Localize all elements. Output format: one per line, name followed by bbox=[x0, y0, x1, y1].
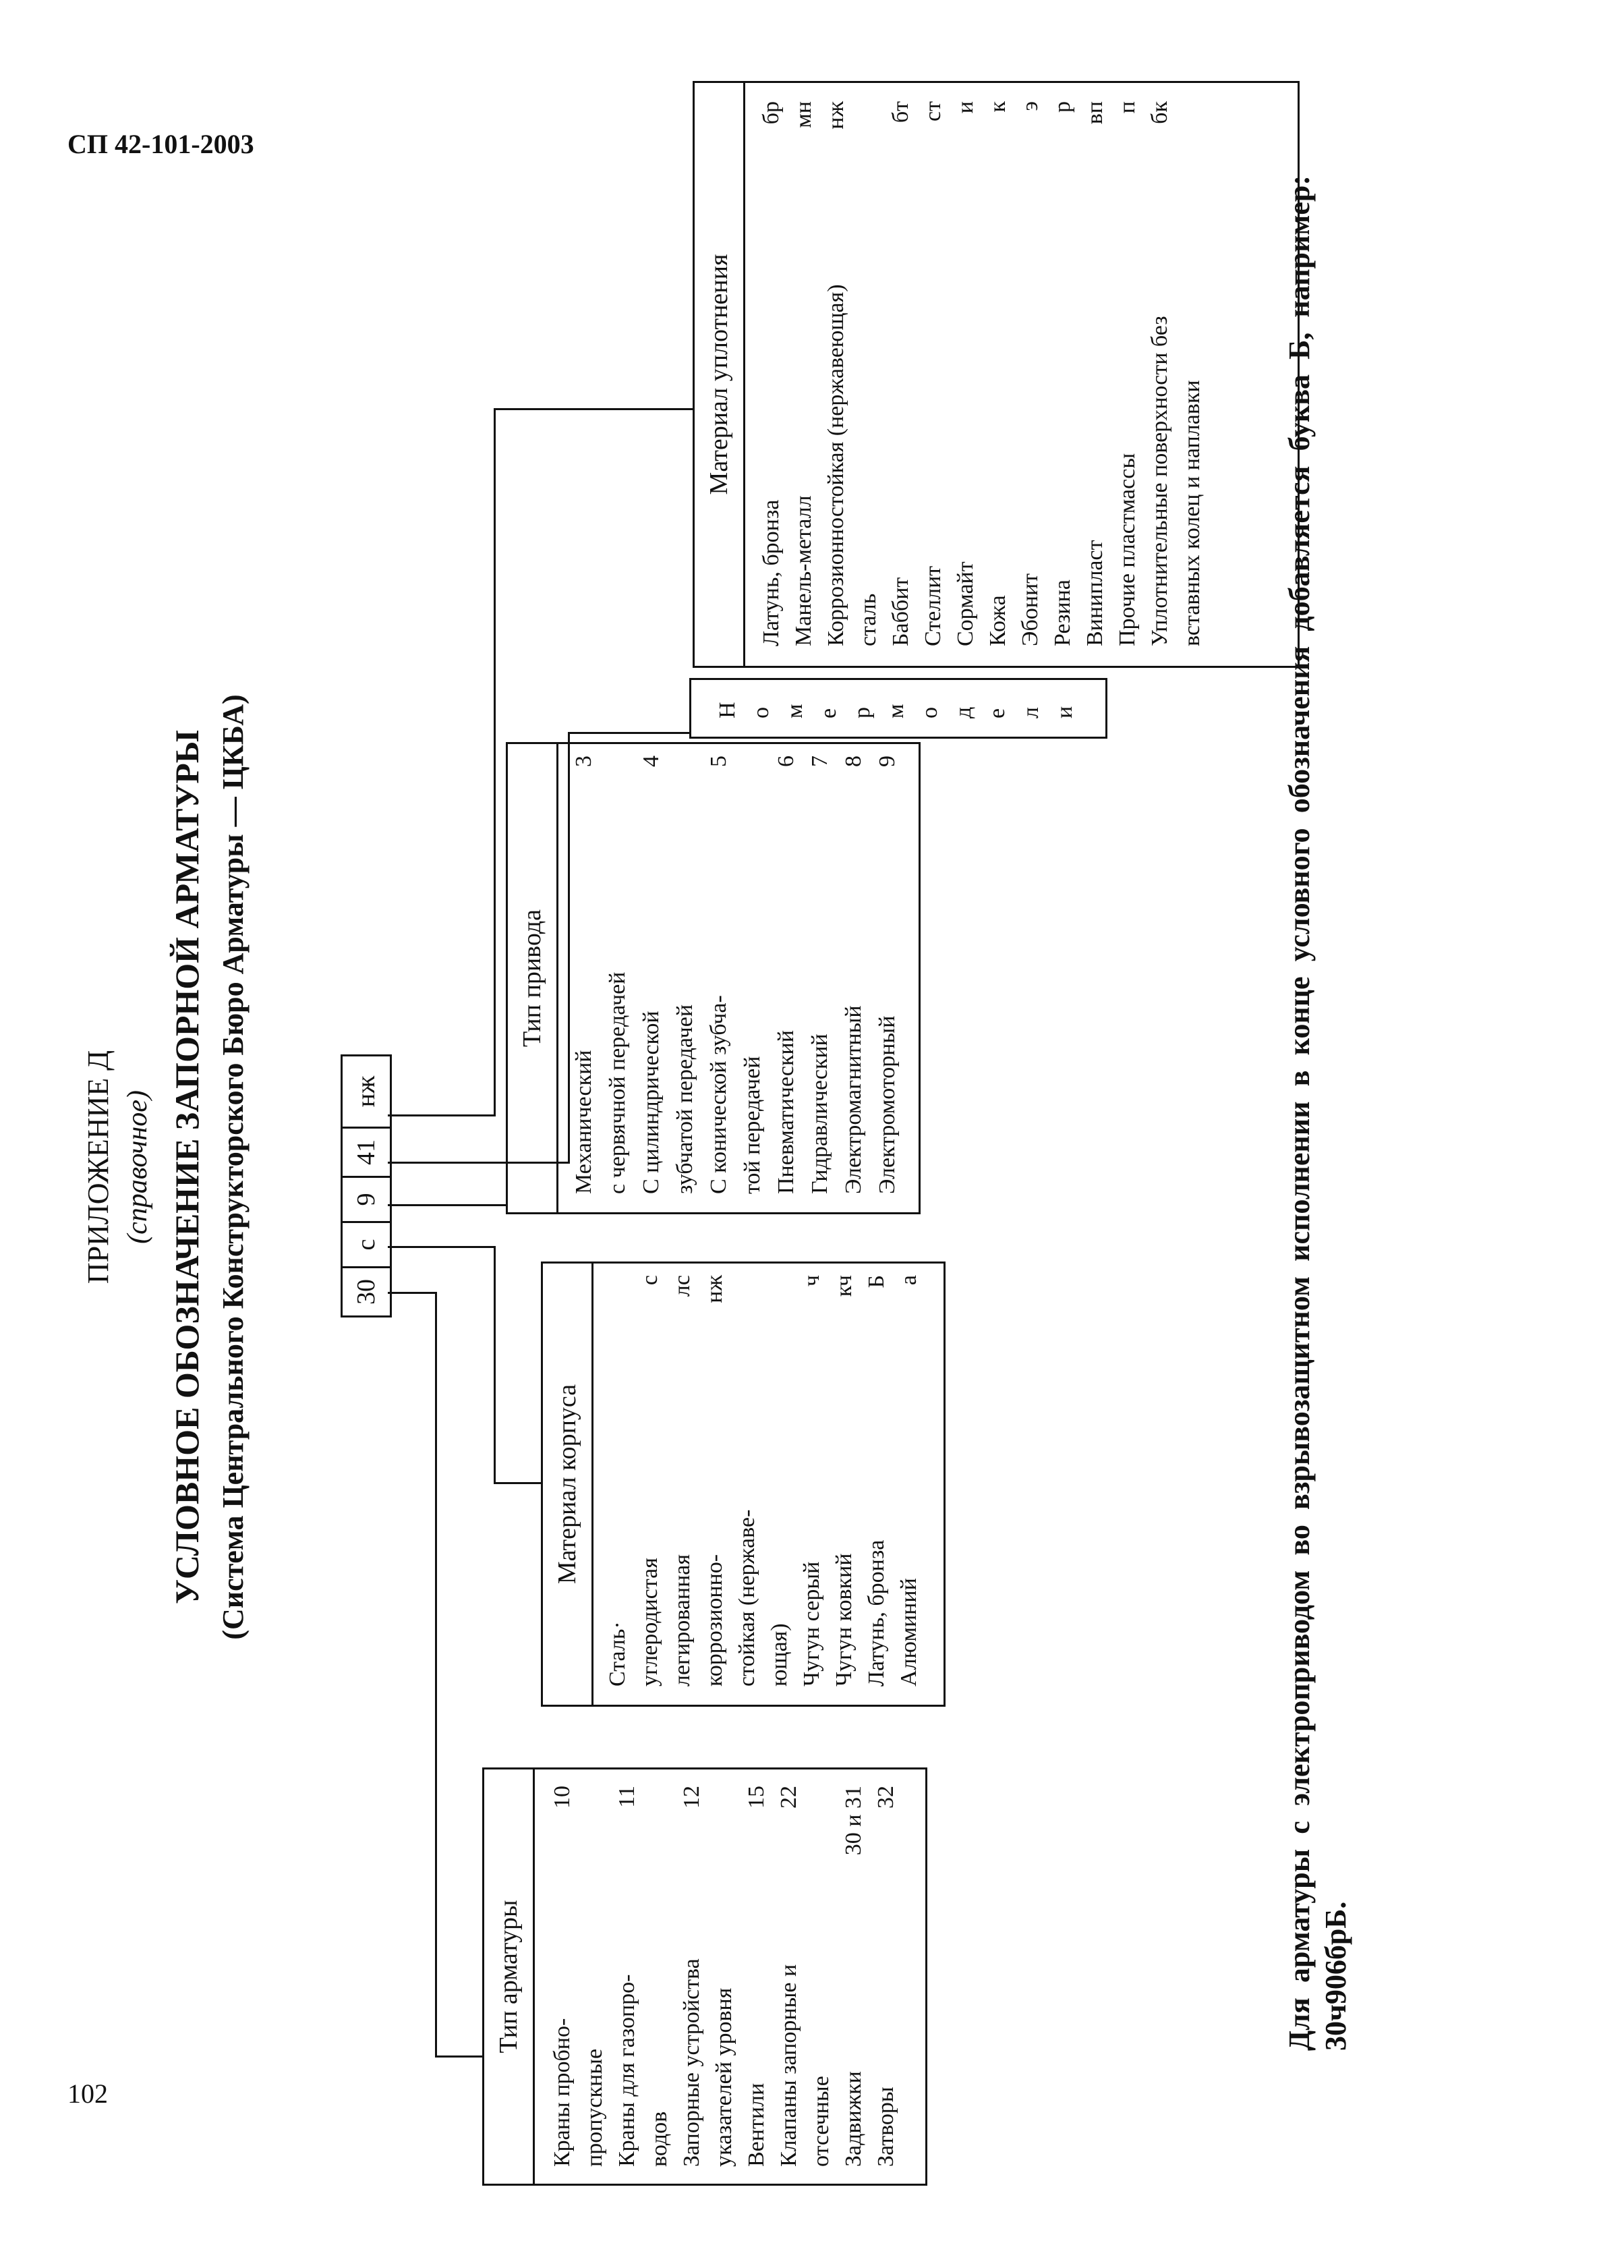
drive-type-header: Тип привода bbox=[508, 744, 558, 1212]
model-number-letter: е bbox=[985, 708, 1010, 718]
code-part-fitting-type: 30 bbox=[341, 1266, 392, 1317]
fitting-type-header: Тип арматуры bbox=[484, 1769, 535, 2184]
fitting-type-item: пропускные bbox=[582, 2048, 607, 2167]
main-title: УСЛОВНОЕ ОБОЗНАЧЕНИЕ ЗАПОРНОЙ АРМАТУРЫ bbox=[168, 730, 206, 1604]
code-part-body-material: с bbox=[341, 1221, 392, 1268]
connector-line bbox=[388, 1292, 435, 1294]
drive-type-code: 3 bbox=[571, 756, 596, 767]
drive-type-item: той передачей bbox=[740, 1056, 765, 1194]
system-subtitle: (Система Центрального Конструкторского Б… bbox=[216, 694, 250, 1640]
fitting-type-code: 12 bbox=[679, 1786, 704, 1809]
appendix-title: ПРИЛОЖЕНИЕ Д bbox=[82, 1050, 115, 1284]
model-number-letter: о bbox=[917, 707, 942, 718]
seal-material-item: сталь bbox=[856, 593, 881, 646]
body-material-code: с bbox=[637, 1275, 662, 1286]
seal-material-code: р bbox=[1050, 101, 1075, 113]
body-material-item: стойкая (нержаве- bbox=[734, 1509, 759, 1686]
fitting-type-code: 30 и 31 bbox=[841, 1786, 866, 1856]
body-material-item: Сталь· bbox=[605, 1621, 630, 1686]
drive-type-item: зубчатой передачей bbox=[672, 1004, 697, 1194]
drive-type-code: 5 bbox=[706, 756, 731, 767]
model-number-letter: л bbox=[1018, 707, 1043, 718]
model-number-letter: о bbox=[749, 707, 774, 718]
model-number-letter: Н bbox=[715, 702, 740, 718]
body-material-code: нж bbox=[702, 1275, 727, 1303]
designation-code: 30 с 9 41 нж bbox=[341, 1054, 392, 1317]
body-material-header: Материал корпуса bbox=[543, 1264, 593, 1705]
code-part-seal-material: нж bbox=[341, 1054, 392, 1129]
model-number-letter: м bbox=[782, 704, 807, 718]
seal-material-code: вп bbox=[1082, 101, 1107, 125]
model-number-letter: м bbox=[883, 704, 908, 718]
seal-material-header: Материал уплотнения bbox=[695, 83, 745, 666]
body-material-code: ч bbox=[799, 1275, 824, 1287]
connector-line bbox=[494, 408, 693, 410]
footnote: Для арматуры с электроприводом во взрыво… bbox=[1283, 175, 1352, 2051]
seal-material-code: бр bbox=[759, 101, 784, 125]
fitting-type-item: указателей уровня bbox=[712, 1987, 736, 2167]
fitting-type-code: 10 bbox=[550, 1786, 575, 1809]
seal-material-code: к bbox=[985, 101, 1010, 113]
seal-material-code: мн bbox=[791, 101, 816, 128]
fitting-type-code: 11 bbox=[614, 1786, 639, 1808]
connector-line bbox=[388, 1114, 496, 1116]
fitting-type-item: водов bbox=[647, 2111, 672, 2167]
body-material-item: ющая) bbox=[767, 1623, 792, 1686]
page-number: 102 bbox=[67, 2078, 108, 2109]
appendix-kind: (справочное) bbox=[122, 1090, 153, 1244]
connector-line bbox=[494, 408, 496, 1116]
body-material-code: а bbox=[896, 1275, 921, 1286]
connector-line bbox=[494, 1246, 496, 1484]
drive-type-code: 9 bbox=[875, 756, 900, 767]
seal-material-code: ст bbox=[921, 101, 946, 121]
fitting-type-item: отсечные bbox=[809, 2076, 834, 2167]
rotated-content: ПРИЛОЖЕНИЕ Д (справочное) УСЛОВНОЕ ОБОЗН… bbox=[81, 81, 1352, 2186]
body-material-code: Б bbox=[864, 1275, 889, 1288]
fitting-type-code: 22 bbox=[776, 1786, 801, 1809]
seal-material-code: нж bbox=[823, 101, 848, 130]
connector-line bbox=[388, 1246, 496, 1248]
drive-type-code: 4 bbox=[639, 756, 664, 767]
seal-material-item: вставных колец и наплавки bbox=[1180, 380, 1205, 646]
document-code: СП 42-101-2003 bbox=[67, 129, 254, 159]
seal-material-code: п bbox=[1115, 101, 1140, 114]
seal-material-code: бк bbox=[1147, 101, 1172, 124]
seal-material-code: и bbox=[953, 101, 978, 114]
code-part-drive-type: 9 bbox=[341, 1176, 392, 1223]
model-number-letter: е bbox=[816, 708, 841, 718]
model-number-letter: и bbox=[1052, 706, 1077, 718]
seal-material-code: бт bbox=[888, 101, 913, 123]
fitting-type-code: 32 bbox=[873, 1786, 898, 1809]
connector-line bbox=[568, 732, 689, 734]
drive-type-code: 6 bbox=[774, 756, 799, 767]
drive-type-code: 7 bbox=[807, 756, 832, 767]
connector-line bbox=[494, 1482, 541, 1484]
fitting-type-code: 15 bbox=[744, 1786, 769, 1809]
connector-line bbox=[435, 2056, 482, 2058]
drive-type-code: 8 bbox=[841, 756, 866, 767]
body-material-code: лс bbox=[670, 1275, 695, 1297]
model-number-letter: р bbox=[850, 707, 875, 718]
connector-line bbox=[388, 1204, 506, 1206]
drive-type-item: с червячной передачей bbox=[605, 971, 630, 1194]
body-material-code: кч bbox=[832, 1275, 857, 1297]
seal-material-code: э bbox=[1018, 101, 1043, 111]
connector-line bbox=[435, 1292, 437, 2058]
code-part-model-number: 41 bbox=[341, 1127, 392, 1178]
model-number-letter: д bbox=[951, 706, 976, 718]
